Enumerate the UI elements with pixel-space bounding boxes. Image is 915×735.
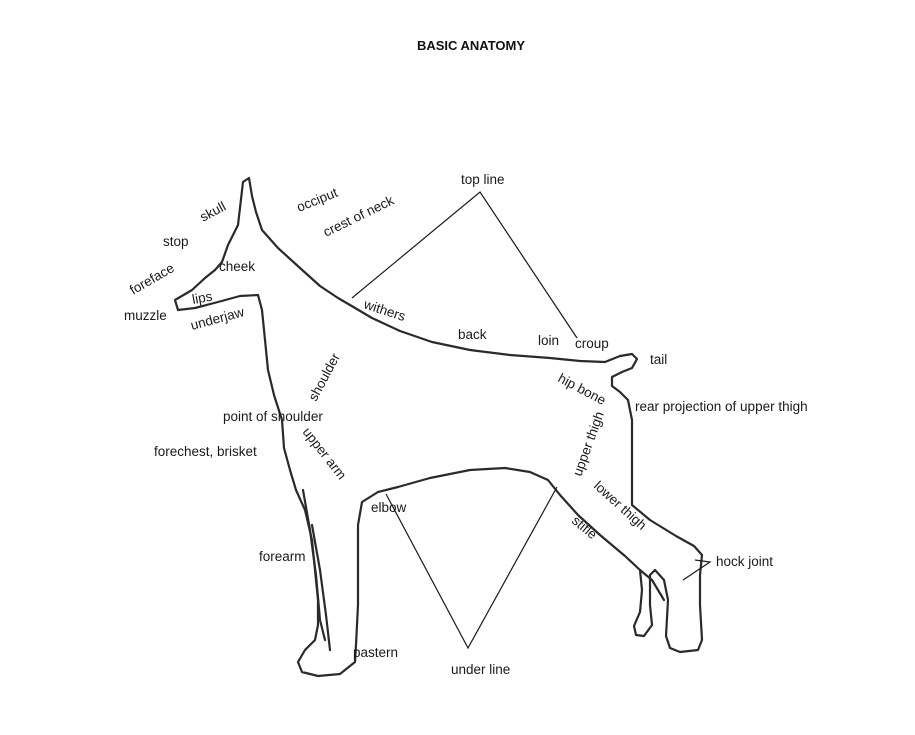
under-line-pointer [385, 486, 558, 650]
label-stifle: stifle [569, 513, 600, 542]
label-pastern: pastern [353, 645, 398, 660]
label-elbow: elbow [371, 500, 407, 515]
label-lower-thigh: lower thigh [591, 478, 650, 533]
far-foreleg-contour [310, 523, 332, 652]
label-tail: tail [650, 352, 667, 367]
label-top-line: top line [461, 172, 505, 187]
label-upper-arm: upper arm [300, 425, 350, 483]
label-muzzle: muzzle [124, 308, 167, 323]
hock-joint-pointer [682, 559, 712, 581]
label-lips: lips [191, 289, 214, 307]
label-under-line: under line [451, 662, 510, 677]
label-hip-bone: hip bone [556, 370, 609, 408]
label-hock-joint: hock joint [716, 554, 773, 569]
label-upper-thigh: upper thigh [570, 409, 607, 478]
label-croup: croup [575, 336, 609, 351]
label-rear-projection: rear projection of upper thigh [635, 399, 808, 414]
dog-silhouette [173, 176, 704, 678]
label-loin: loin [538, 333, 559, 348]
top-line-pointer [351, 191, 578, 339]
label-withers: withers [361, 296, 407, 324]
label-forechest-brisket: forechest, brisket [154, 444, 257, 459]
label-shoulder: shoulder [305, 350, 343, 403]
diagram-title: BASIC ANATOMY [417, 38, 525, 53]
label-back: back [458, 327, 487, 342]
near-foreleg-contour [301, 488, 327, 642]
label-point-of-shoulder: point of shoulder [223, 409, 323, 424]
label-stop: stop [163, 234, 189, 249]
label-cheek: cheek [219, 259, 255, 274]
label-occiput: occiput [295, 185, 341, 215]
far-hindleg-contour [638, 568, 666, 602]
label-forearm: forearm [259, 549, 306, 564]
label-skull: skull [197, 199, 228, 225]
label-foreface: foreface [127, 260, 177, 297]
